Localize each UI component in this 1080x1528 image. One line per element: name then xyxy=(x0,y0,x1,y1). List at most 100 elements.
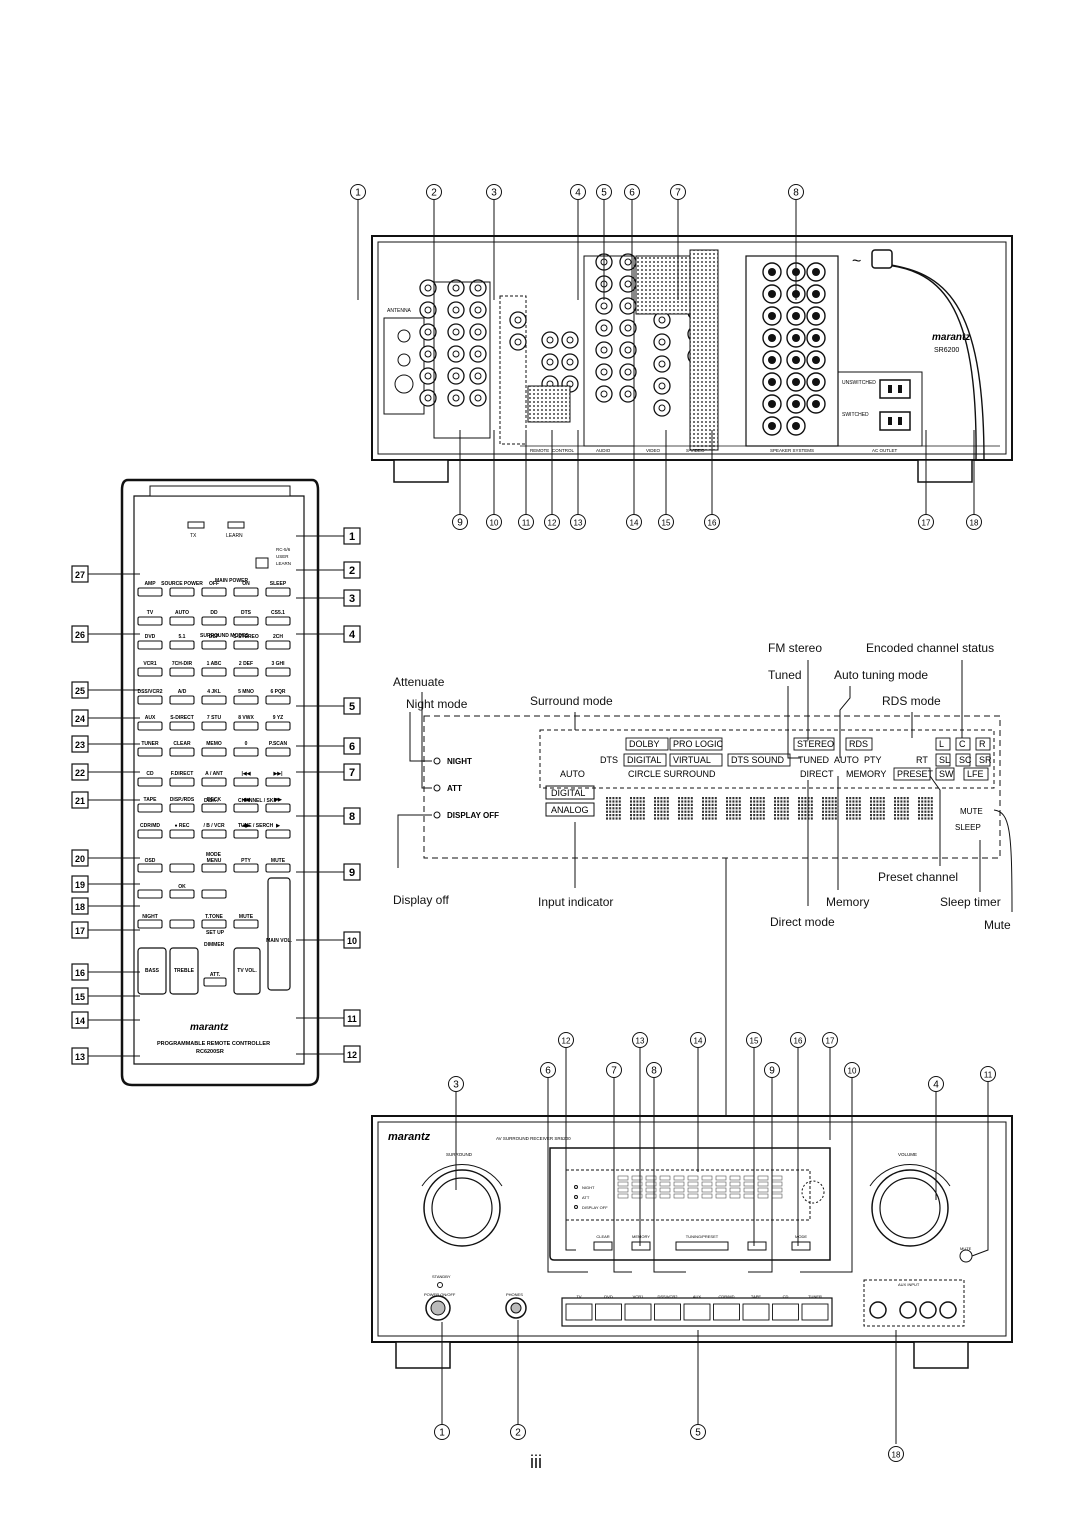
front-mid-callout-3-ring xyxy=(448,1076,464,1092)
fl-dot xyxy=(855,797,858,800)
front-top-callout-12: 12 xyxy=(558,1032,574,1048)
rear-bottom-callout-16: 16 xyxy=(704,514,720,530)
fl-dot xyxy=(642,810,645,813)
fl-dot xyxy=(903,814,906,817)
fl-dot xyxy=(879,797,882,800)
front-seg xyxy=(701,1181,713,1187)
fl-dot xyxy=(810,814,813,817)
remote-key-label: DD xyxy=(210,610,218,616)
fl-dot xyxy=(714,800,717,803)
remote-callout-right-5-text: 5 xyxy=(349,701,355,713)
remote-key-label: DSP xyxy=(209,634,220,640)
fl-dot xyxy=(750,814,752,817)
rca-jack-center xyxy=(624,324,632,332)
aux-input-label: AUX INPUT xyxy=(898,1282,920,1287)
fl-dot xyxy=(681,814,684,817)
tilde-ac-symbol: ~ xyxy=(852,253,861,270)
fl-dot xyxy=(609,807,612,810)
fl-dot xyxy=(738,817,741,820)
fl-dot xyxy=(783,803,786,806)
seg-sc: SC xyxy=(959,755,972,765)
fl-dot xyxy=(906,803,909,806)
fl-dot xyxy=(663,814,666,817)
remote-callouts: 1234567891011122726252423222120191817161… xyxy=(71,527,361,1065)
fl-dot xyxy=(606,807,608,810)
fl-dot xyxy=(858,817,861,820)
fl-dot xyxy=(738,814,741,817)
rear-top-callout-6-ring xyxy=(624,184,640,200)
page-number: iii xyxy=(530,1452,542,1472)
remote-ok-label: OK xyxy=(178,884,186,890)
remote-left xyxy=(137,889,163,899)
fl-dot xyxy=(927,810,930,813)
fl-dot xyxy=(834,797,837,800)
remote-att-label: ATT. xyxy=(210,972,221,978)
front-seg xyxy=(673,1187,685,1193)
seg-virtual-box xyxy=(669,753,723,767)
fl-dot xyxy=(777,810,780,813)
fl-dot xyxy=(618,803,621,806)
fl-dot xyxy=(810,797,813,800)
rca-jack-center xyxy=(658,404,666,412)
fl-dot xyxy=(903,797,906,800)
remote-callout-right-6: 6 xyxy=(343,737,361,755)
fl-dot xyxy=(711,800,714,803)
front-bottom-callout-2-ring xyxy=(510,1424,526,1440)
remote-key-label: 2 DEF xyxy=(239,661,253,667)
fl-dot xyxy=(615,797,618,800)
rear-top-callout-3-ring xyxy=(486,184,502,200)
seg-dolby: DOLBY xyxy=(629,739,660,749)
remote-key xyxy=(233,587,259,597)
front-panel: marantz AV SURROUND RECEIVER SR6200 SURR… xyxy=(371,1048,1013,1444)
remote-key xyxy=(169,777,195,787)
remote-key-label: DTS xyxy=(241,610,252,616)
front-seg xyxy=(617,1193,629,1199)
input-selector-label: VCR1 xyxy=(633,1294,644,1299)
fl-dot xyxy=(726,800,728,803)
fl-dot xyxy=(714,797,717,800)
front-mid-callout-11-ring xyxy=(980,1066,996,1082)
fl-dot xyxy=(777,817,780,820)
fl-dot xyxy=(804,817,807,820)
fl-dot xyxy=(810,817,813,820)
fl-dot xyxy=(783,800,786,803)
speaker-terminal-core xyxy=(768,378,776,386)
front-seg xyxy=(715,1187,727,1193)
fl-dot xyxy=(678,810,680,813)
rca-jack-center xyxy=(474,328,482,336)
fl-dot xyxy=(777,807,780,810)
remote-key-label: 6 PQR xyxy=(270,689,285,695)
fl-dot xyxy=(783,810,786,813)
fl-dot xyxy=(753,797,756,800)
fl-dot xyxy=(750,810,752,813)
seg-dts-sound: DTS SOUND xyxy=(731,755,785,765)
fl-dot xyxy=(738,797,741,800)
remote-key-label: 8 VWX xyxy=(238,715,254,721)
rear-top-callout-6-text: 6 xyxy=(629,188,635,199)
label-input-indicator: Input indicator xyxy=(538,895,614,909)
remote-key xyxy=(169,747,195,757)
fl-dot xyxy=(921,800,924,803)
front-seg xyxy=(673,1181,685,1187)
rear-top-callout-2-text: 2 xyxy=(431,188,437,199)
fl-dot xyxy=(705,810,708,813)
remote-key xyxy=(169,587,195,597)
fl-dot xyxy=(930,817,933,820)
remote-key-label: TUNER xyxy=(141,741,159,747)
fl-dot xyxy=(873,803,876,806)
front-bottom-callout-1-text: 1 xyxy=(439,1428,445,1439)
seg-memory: MEMORY xyxy=(846,769,886,779)
rca-jack-center xyxy=(474,306,482,314)
front-mid-callout-9-text: 9 xyxy=(769,1066,775,1077)
knob-volume-label: VOLUME xyxy=(898,1152,917,1157)
rear-bottom-callout-13-text: 13 xyxy=(574,519,583,528)
fl-dot xyxy=(876,797,879,800)
fl-dot xyxy=(687,810,690,813)
remote-treble xyxy=(169,947,199,995)
remote-key xyxy=(233,829,259,839)
remote-osd-label: OSD xyxy=(145,858,156,864)
fl-dot xyxy=(615,807,618,810)
fl-dot xyxy=(714,807,717,810)
fl-dot xyxy=(855,817,858,820)
remote-key xyxy=(233,616,259,626)
